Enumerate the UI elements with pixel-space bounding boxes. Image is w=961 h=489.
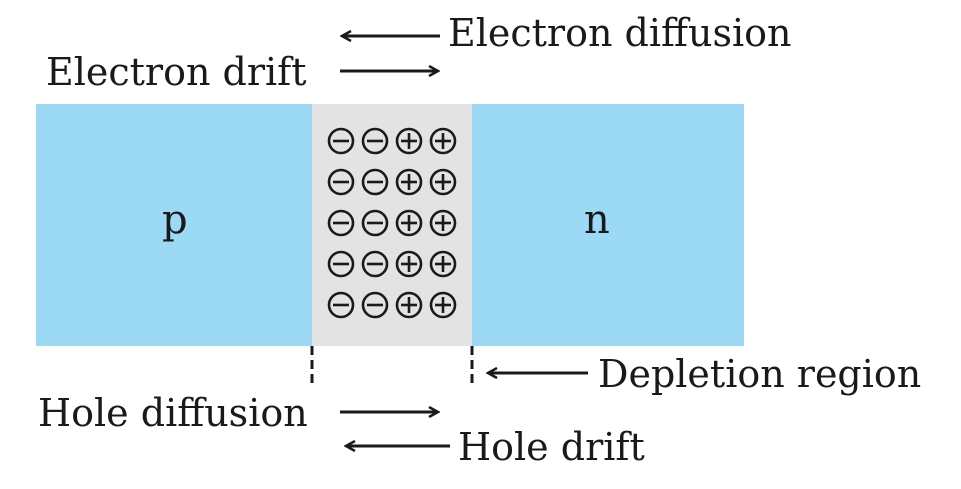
positive-ion-icon [429,209,457,236]
depletion-region-label: Depletion region [598,352,922,396]
negative-ion-icon [327,127,355,154]
negative-ion-icon [327,168,355,195]
electron-drift-label: Electron drift [46,50,307,94]
electron-diffusion-label: Electron diffusion [448,11,792,55]
negative-ion-icon [327,209,355,236]
positive-ion-icon [429,291,457,318]
positive-ion-icon [395,127,423,154]
negative-ion-icon [361,168,389,195]
ion-row [322,161,462,202]
positive-ion-icon [429,250,457,277]
hole-diffusion-label: Hole diffusion [38,391,308,435]
positive-ion-icon [395,209,423,236]
positive-ion-icon [395,291,423,318]
positive-ion-icon [429,168,457,195]
positive-ion-icon [429,127,457,154]
negative-ion-icon [361,250,389,277]
positive-ion-icon [395,250,423,277]
negative-ion-icon [327,250,355,277]
negative-ion-icon [361,209,389,236]
negative-ion-icon [327,291,355,318]
ion-row [322,202,462,243]
ion-row [322,243,462,284]
p-region-label: p [162,197,188,243]
ion-row [322,284,462,325]
negative-ion-icon [361,291,389,318]
n-region-label: n [584,197,610,243]
ion-grid [322,120,462,325]
negative-ion-icon [361,127,389,154]
hole-drift-label: Hole drift [458,425,645,469]
n-type-region [472,104,744,346]
p-type-region [36,104,312,346]
positive-ion-icon [395,168,423,195]
ion-row [322,120,462,161]
